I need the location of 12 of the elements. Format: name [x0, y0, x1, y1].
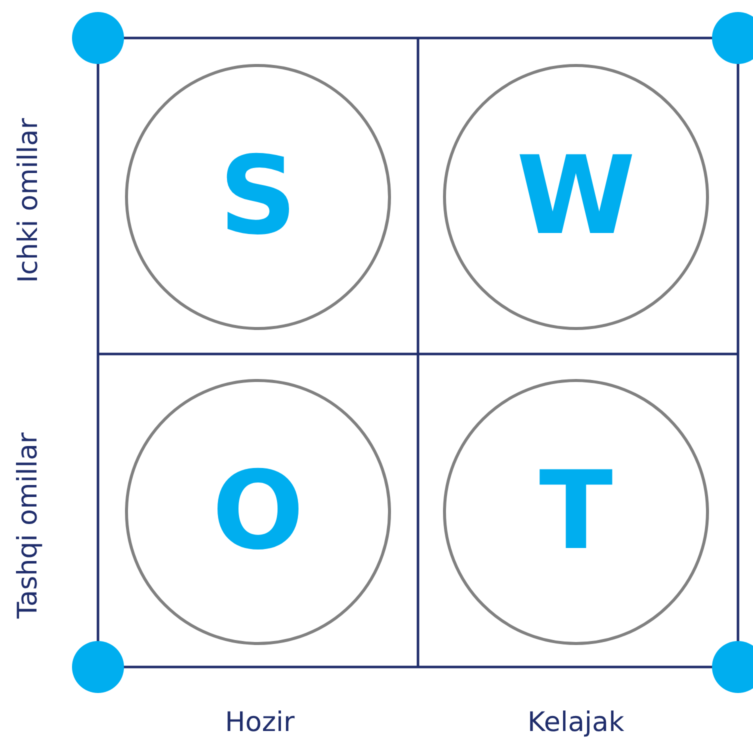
- axis-label: Hozir: [225, 708, 295, 736]
- circle-shape: [125, 379, 391, 645]
- axis-label-vertical: Ichki omillar: [14, 118, 42, 282]
- circle-shape: [443, 379, 709, 645]
- quadrant-letter: S: [219, 143, 297, 251]
- axis-label-vertical: Tashqi omillar: [14, 432, 42, 618]
- circle-shape: [443, 64, 709, 330]
- quadrant-letter: W: [516, 143, 636, 251]
- axis-label: Kelajak: [528, 708, 624, 736]
- quadrant-letter: O: [212, 458, 304, 566]
- quadrant-letter: T: [539, 458, 613, 566]
- circle-shape: [125, 64, 391, 330]
